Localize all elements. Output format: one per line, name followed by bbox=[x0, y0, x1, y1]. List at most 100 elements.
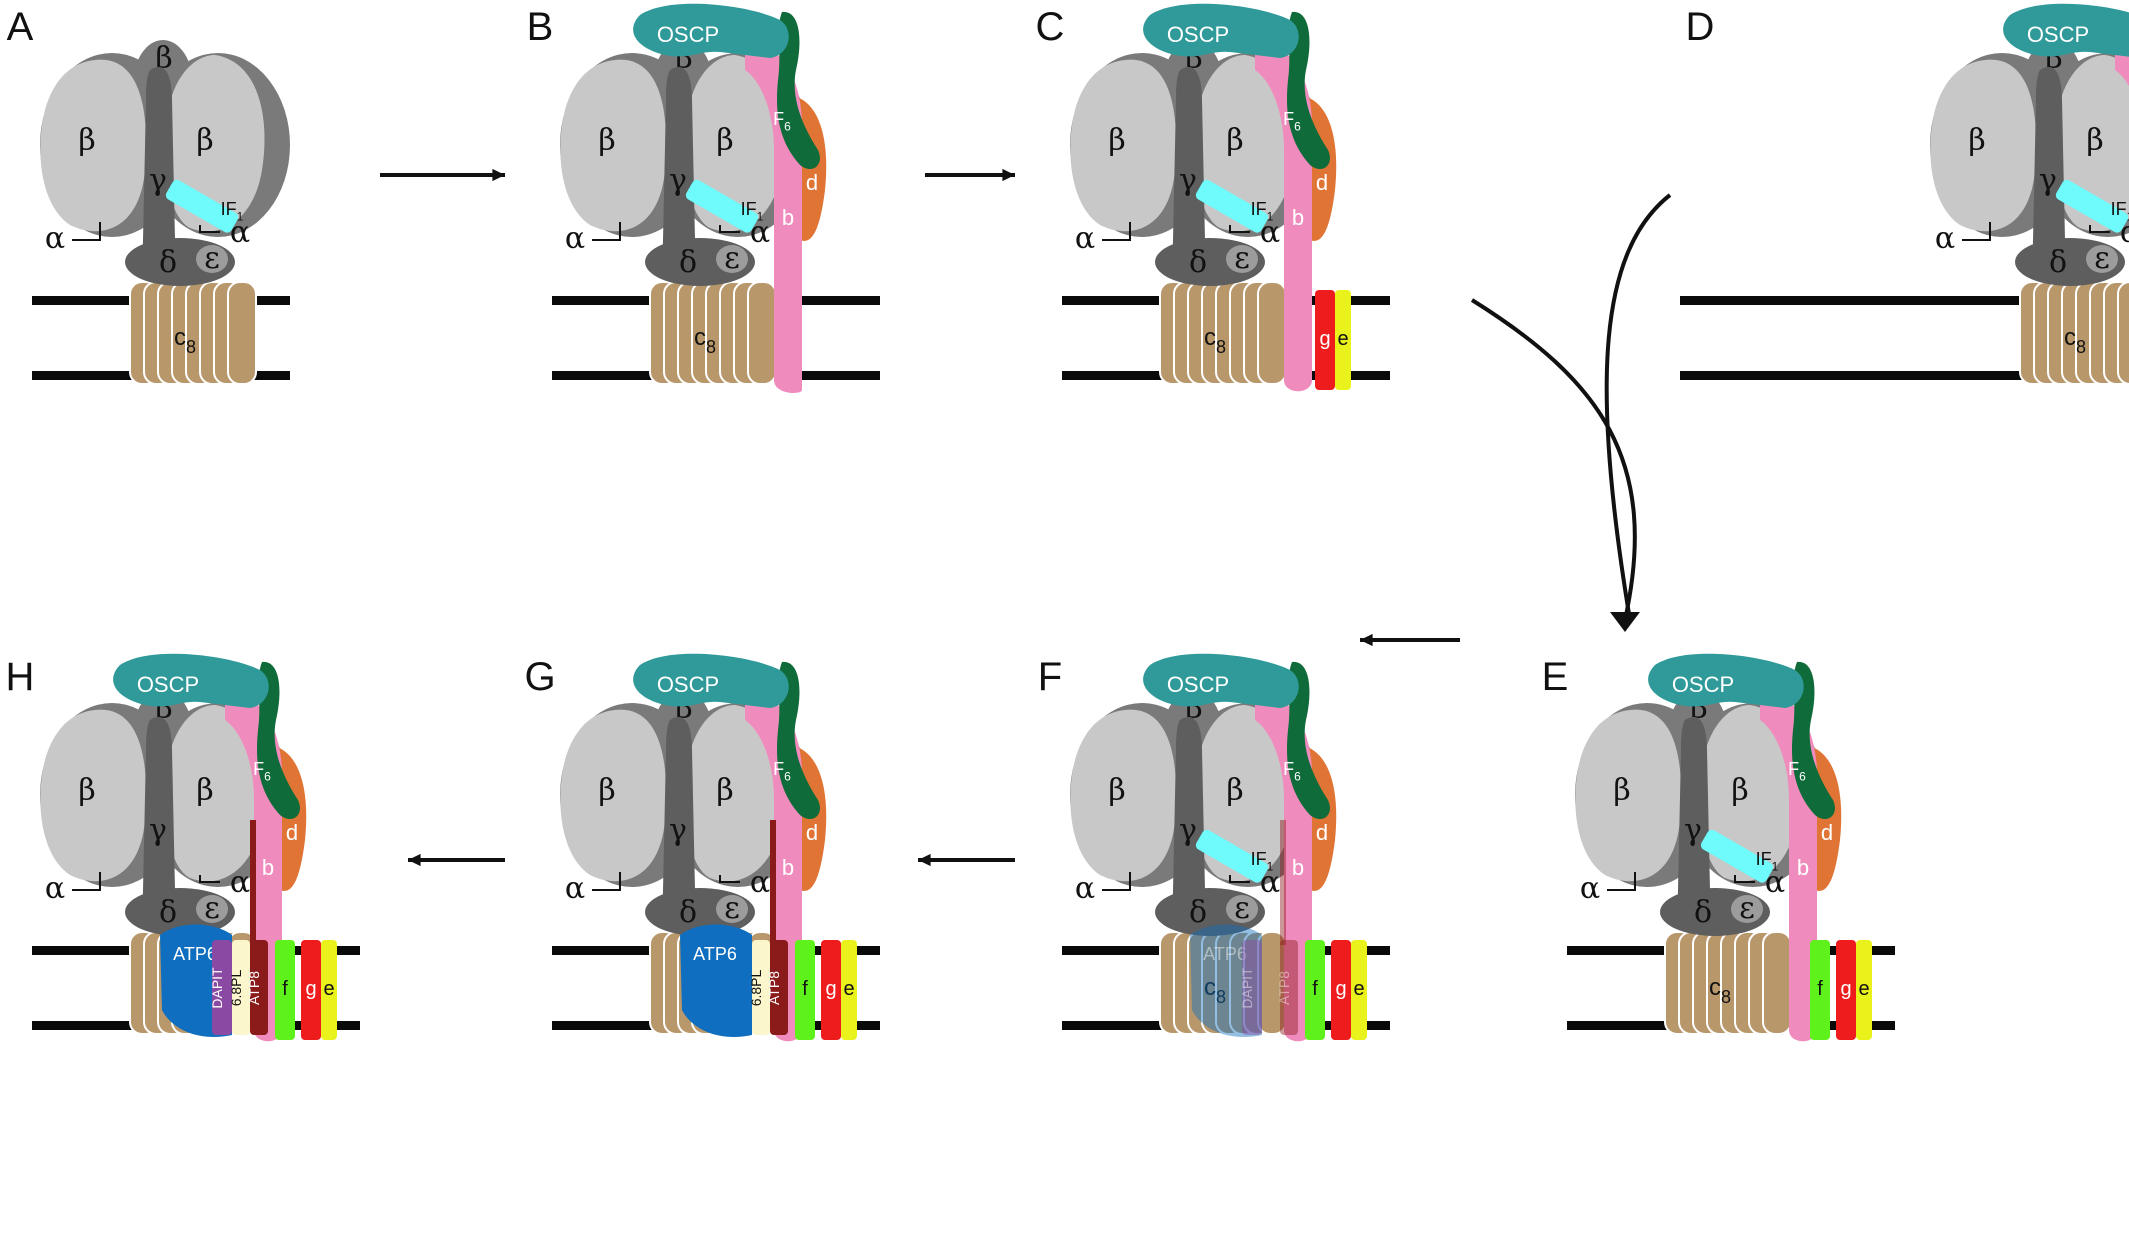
beta-label-right: β bbox=[1731, 773, 1748, 808]
gamma-label: γ bbox=[669, 813, 687, 848]
panel-letter-B: B bbox=[527, 5, 554, 49]
c8-label: c8 bbox=[1204, 974, 1226, 1007]
alpha-label-left: α bbox=[1580, 871, 1600, 906]
gamma-label: γ bbox=[149, 813, 167, 848]
if1-inhibitor bbox=[685, 179, 759, 233]
c8-label: c8 bbox=[1204, 324, 1226, 357]
oscp-subunit bbox=[633, 3, 789, 59]
f6-label: F6 bbox=[1283, 759, 1301, 783]
alpha-bracket-left bbox=[592, 872, 621, 891]
alpha-label-right: α bbox=[750, 865, 770, 900]
atp6-label: ATP6 bbox=[173, 944, 217, 964]
alpha-label-left: α bbox=[45, 221, 65, 256]
arrow-d-to-e bbox=[1604, 193, 1672, 621]
d-label: d bbox=[1316, 170, 1328, 195]
beta-label-left: β bbox=[78, 123, 95, 158]
alpha-bracket-left bbox=[1102, 222, 1131, 241]
oscp-label: OSCP bbox=[2027, 22, 2089, 47]
epsilon-subunit bbox=[196, 895, 228, 923]
e-subunit bbox=[1856, 940, 1872, 1040]
atp8-subunit bbox=[1280, 940, 1298, 1035]
g-subunit bbox=[1331, 940, 1351, 1040]
alpha-label-left: α bbox=[565, 221, 585, 256]
b-label: b bbox=[782, 855, 794, 880]
panel-letter-E: E bbox=[1542, 655, 1569, 699]
e-subunit bbox=[1351, 940, 1367, 1040]
e-label: e bbox=[1858, 978, 1869, 1000]
beta-label-right: β bbox=[716, 123, 733, 158]
delta-label: δ bbox=[1189, 245, 1207, 280]
epsilon-label: ε bbox=[1739, 891, 1755, 926]
alpha-bracket-left bbox=[1962, 222, 1991, 241]
g-label: g bbox=[1840, 978, 1851, 1000]
g-label: g bbox=[1319, 328, 1330, 350]
beta-subunit-left bbox=[560, 59, 667, 232]
beta-label-left: β bbox=[1108, 123, 1125, 158]
beta-subunit-left bbox=[40, 709, 147, 882]
g-subunit bbox=[1836, 940, 1856, 1040]
alpha-bracket-right bbox=[2089, 225, 2110, 233]
e-subunit bbox=[1335, 290, 1351, 390]
alpha-bracket-left bbox=[72, 222, 101, 241]
c8-label: c8 bbox=[174, 324, 196, 357]
gamma-stalk bbox=[1172, 66, 1206, 262]
e-label: e bbox=[843, 978, 854, 1000]
beta-label-right: β bbox=[1226, 123, 1243, 158]
g-subunit bbox=[821, 940, 841, 1040]
if1-label: IF1 bbox=[1756, 849, 1779, 873]
b-label: b bbox=[1797, 855, 1809, 880]
beta-label-left: β bbox=[1613, 773, 1630, 808]
d-label: d bbox=[286, 820, 298, 845]
g-subunit bbox=[301, 940, 321, 1040]
beta-label-left: β bbox=[1108, 773, 1125, 808]
epsilon-subunit bbox=[1226, 895, 1258, 923]
alpha-bracket-right bbox=[719, 875, 740, 883]
c8-label: c8 bbox=[2064, 324, 2086, 357]
if1-inhibitor bbox=[1195, 179, 1269, 233]
f-label: f bbox=[1817, 978, 1823, 1000]
beta-subunit-left bbox=[1070, 709, 1177, 882]
dapit-label: DAPIT bbox=[209, 967, 225, 1009]
curved-arrows-to-e bbox=[1470, 193, 1672, 632]
if1-label: IF1 bbox=[221, 199, 244, 223]
epsilon-label: ε bbox=[724, 241, 740, 276]
atp6-subunit bbox=[680, 924, 752, 1038]
pl-subunit bbox=[232, 940, 250, 1035]
g-label: g bbox=[305, 978, 316, 1000]
f6-label: F6 bbox=[773, 109, 791, 133]
beta-label-right: β bbox=[1226, 773, 1243, 808]
gamma-stalk bbox=[2032, 66, 2066, 262]
arrow-to-e-head bbox=[1610, 612, 1640, 632]
delta-label: δ bbox=[1694, 895, 1712, 930]
f6-label: F6 bbox=[1283, 109, 1301, 133]
beta-subunit-left bbox=[1930, 59, 2037, 232]
b-label: b bbox=[262, 855, 274, 880]
d-label: d bbox=[806, 820, 818, 845]
atp8-label: ATP8 bbox=[766, 971, 782, 1005]
delta-label: δ bbox=[2049, 245, 2067, 280]
beta-subunit-left bbox=[1575, 709, 1682, 882]
epsilon-subunit bbox=[716, 245, 748, 273]
panel-letter-D: D bbox=[1686, 5, 1715, 49]
f6-label: F6 bbox=[253, 759, 271, 783]
pl-label: 6.8PL bbox=[748, 969, 764, 1006]
pl-subunit bbox=[752, 940, 770, 1035]
f6-subunit bbox=[1791, 661, 1835, 820]
pl-label: 6.8PL bbox=[228, 969, 244, 1006]
delta-label: δ bbox=[159, 895, 177, 930]
oscp-label: OSCP bbox=[657, 22, 719, 47]
b-label: b bbox=[1292, 205, 1304, 230]
oscp-label: OSCP bbox=[1672, 672, 1734, 697]
beta-label-left: β bbox=[598, 773, 615, 808]
e-label: e bbox=[1353, 978, 1364, 1000]
panel-D: Dc8βββγααδεIF1dbF6OSCPfge bbox=[1680, 3, 2129, 385]
c-subunit bbox=[227, 281, 257, 385]
